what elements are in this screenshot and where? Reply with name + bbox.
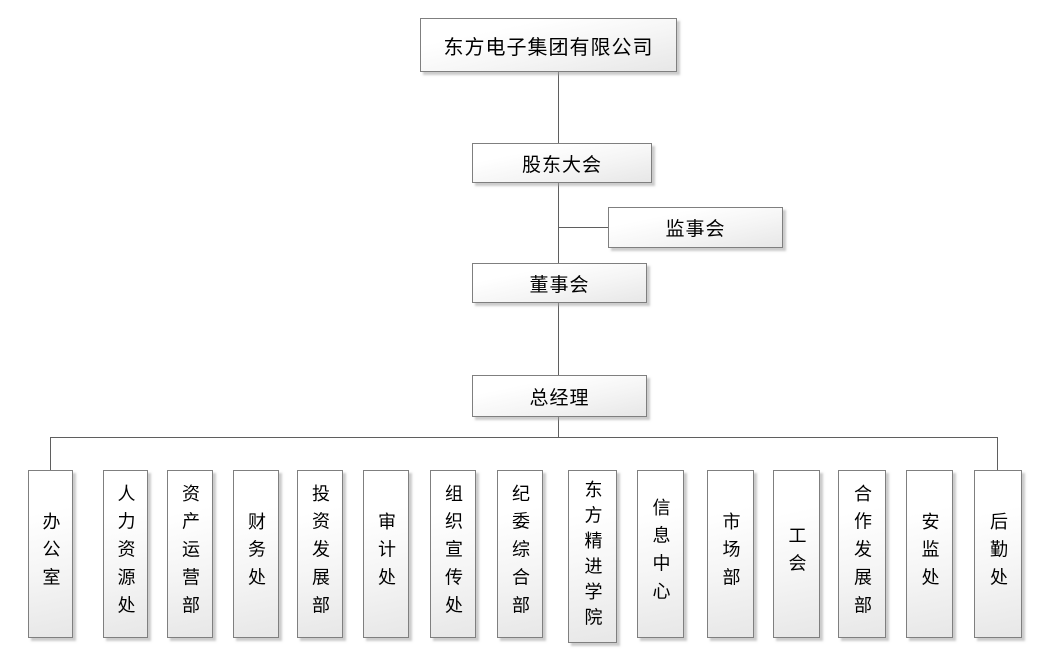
dept-labor-union-label: 工会 [786,526,807,582]
connector-shareholders-to-board [558,183,559,263]
dept-asset-operations-label: 资产运营部 [180,484,200,624]
dept-dongfang-jingjin-academy: 东方精进学院 [568,470,617,643]
dept-marketing-label: 市场部 [720,512,741,596]
node-board-of-directors-label: 董事会 [529,274,590,296]
dept-audit-label: 审计处 [376,512,396,596]
dept-logistics-label: 后勤处 [988,512,1008,596]
dept-marketing: 市场部 [707,470,754,638]
connector-gm-to-bus [558,417,559,438]
node-shareholders-meeting: 股东大会 [472,143,652,183]
node-general-manager: 总经理 [472,375,647,417]
dept-discipline-committee: 纪委综合部 [497,470,543,638]
node-company-root: 东方电子集团有限公司 [420,18,677,72]
dept-organization-propaganda-label: 组织宣传处 [443,484,463,624]
dept-office-label: 办公室 [40,512,61,596]
dept-logistics: 后勤处 [974,470,1022,638]
node-general-manager-label: 总经理 [529,387,590,409]
connector-drop-left [50,437,51,470]
dept-cooperation-development-label: 合作发展部 [852,484,872,624]
dept-asset-operations: 资产运营部 [167,470,213,638]
dept-cooperation-development: 合作发展部 [838,470,886,638]
dept-office: 办公室 [28,470,73,638]
dept-human-resources-label: 人力资源处 [115,484,136,624]
dept-information-center-label: 信息中心 [650,498,671,610]
dept-investment-development-label: 投资发展部 [310,484,330,624]
node-company-root-label: 东方电子集团有限公司 [443,36,654,59]
dept-audit: 审计处 [363,470,409,638]
node-supervisory-board: 监事会 [608,207,783,248]
dept-safety-supervision-label: 安监处 [919,512,940,596]
dept-finance-label: 财务处 [246,512,266,596]
node-shareholders-meeting-label: 股东大会 [521,154,602,176]
dept-investment-development: 投资发展部 [297,470,343,638]
connector-bus-horizontal [50,437,998,438]
dept-organization-propaganda: 组织宣传处 [430,470,476,638]
node-supervisory-board-label: 监事会 [665,219,726,240]
dept-labor-union: 工会 [773,470,820,638]
dept-information-center: 信息中心 [637,470,684,638]
dept-finance: 财务处 [233,470,279,638]
dept-safety-supervision: 安监处 [906,470,953,638]
dept-human-resources: 人力资源处 [103,470,148,638]
connector-drop-right [997,437,998,470]
dept-dongfang-jingjin-academy-label: 东方精进学院 [582,479,603,634]
connector-root-to-shareholders [558,72,559,143]
dept-discipline-committee-label: 纪委综合部 [510,484,530,624]
connector-board-to-gm [558,303,559,375]
node-board-of-directors: 董事会 [472,263,647,303]
connector-branch-to-supervisory [558,227,608,228]
